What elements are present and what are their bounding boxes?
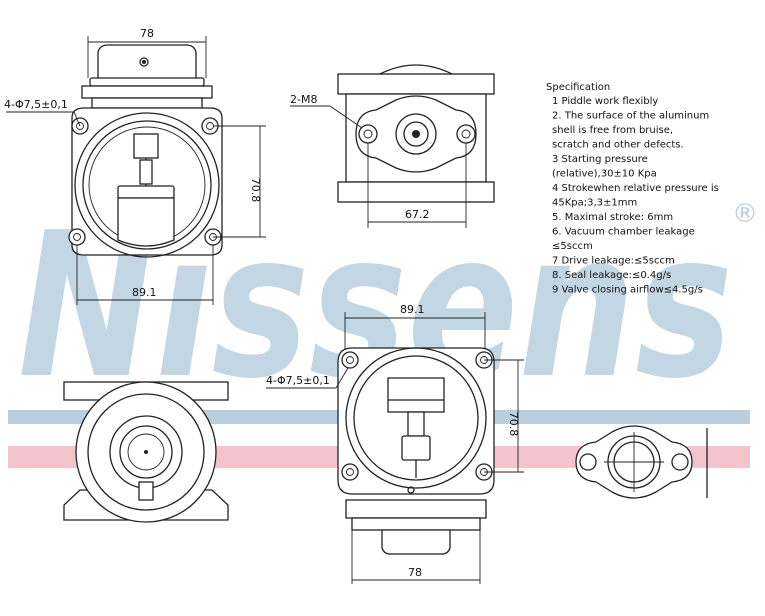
dim-bottom-width: 78 [408, 566, 422, 579]
spec-line: 1 Piddle work flexibly [552, 96, 658, 107]
spec-line: 4 Strokewhen relative pressure is [552, 183, 719, 194]
dim-right-height: 70.8 [507, 412, 520, 437]
spec-line: 3 Starting pressure [552, 154, 648, 165]
dim-flange-thread: 2-M8 [290, 93, 317, 106]
view-bottom-middle: 89.1 4-Φ7,5±0,1 70.8 78 [266, 303, 524, 584]
view-gasket [575, 425, 708, 499]
dim-left-holes: 4-Φ7,5±0,1 [4, 98, 68, 111]
spec-title: Specification [546, 82, 610, 93]
dim-left-height: 70.8 [249, 178, 262, 203]
view-bottom-left [63, 381, 229, 523]
spec-line: 8. Seal leakage:≤0.4g/s [552, 270, 671, 281]
spec-line: (relative),30±10 Kpa [552, 169, 657, 180]
dim-right-width: 89.1 [400, 303, 425, 316]
specification-block: Specification 1 Piddle work flexibly 2. T… [546, 82, 719, 296]
spec-line: ≤5sccm [552, 241, 593, 252]
dim-top-width: 78 [140, 27, 154, 40]
spec-line: 2. The surface of the aluminum [552, 111, 709, 122]
dim-left-width: 89.1 [132, 286, 157, 299]
dim-flange-spacing: 67.2 [405, 208, 430, 221]
spec-line: 45Kpa;3,3±1mm [552, 198, 637, 209]
spec-line: shell is free from bruise, [552, 125, 673, 136]
registered-mark: ® [732, 199, 758, 229]
spec-line: 9 Valve closing airflow≤4.5g/s [552, 285, 703, 296]
spec-line: 5. Maximal stroke: 6mm [552, 212, 673, 223]
spec-line: 6. Vacuum chamber leakage [552, 227, 695, 238]
view-front-left: 78 4-Φ7,5±0,1 70.8 [4, 27, 266, 305]
view-top-middle: 2-M8 67.2 [290, 64, 495, 228]
spec-line: scratch and other defects. [552, 140, 684, 151]
spec-line: 7 Drive leakage:≤5sccm [552, 256, 675, 267]
dim-right-holes: 4-Φ7,5±0,1 [266, 374, 330, 387]
